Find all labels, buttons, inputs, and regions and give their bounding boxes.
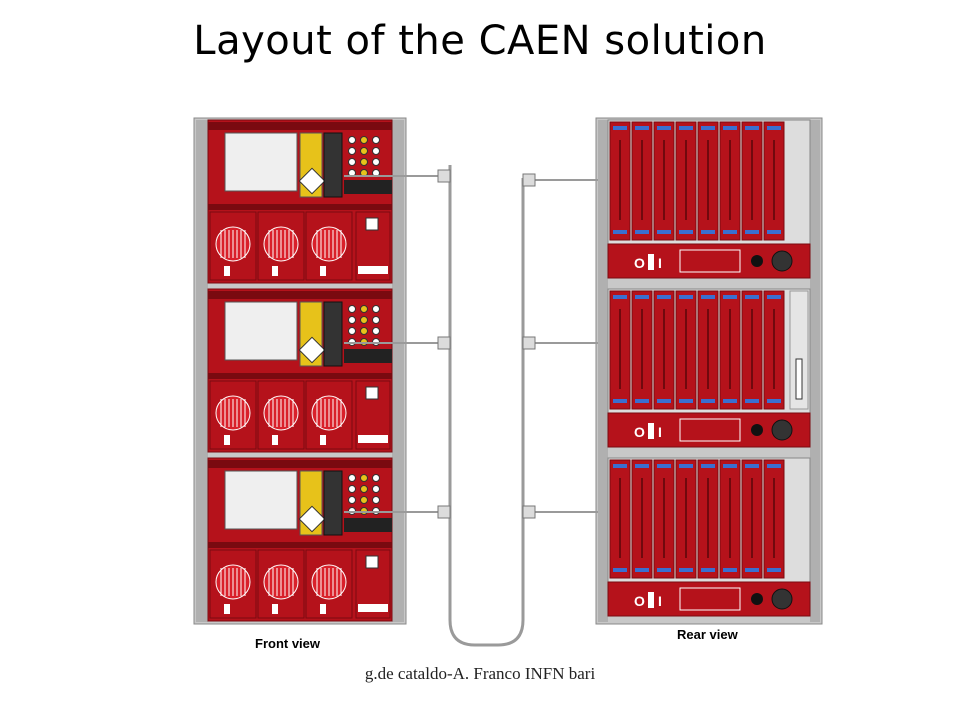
front-crate <box>207 288 393 453</box>
left-cable-trunk <box>448 165 490 647</box>
fan-module <box>209 211 257 281</box>
fan-module <box>305 380 353 450</box>
power-module <box>355 549 391 619</box>
front-connector-1 <box>437 169 451 183</box>
front-crate <box>207 457 393 622</box>
crate-display <box>224 470 298 530</box>
rear-view-label: Rear view <box>677 627 738 642</box>
crate-display <box>224 301 298 361</box>
crate-display <box>224 132 298 192</box>
fan-module <box>257 549 305 619</box>
rear-power-switch-on-label: I <box>658 255 662 271</box>
power-module <box>355 380 391 450</box>
fan-module <box>257 380 305 450</box>
fan-module <box>305 211 353 281</box>
front-rack <box>193 117 407 625</box>
cable-bundle <box>344 165 598 647</box>
rear-connector-1 <box>522 173 536 187</box>
rear-power-switch-on-label: I <box>658 593 662 609</box>
front-connector-2 <box>437 336 451 350</box>
rear-power-switch-off-label: O <box>634 255 645 271</box>
cable-connectors <box>437 169 536 519</box>
front-view-label: Front view <box>255 636 321 651</box>
rear-power-switch-off-label: O <box>634 424 645 440</box>
front-connector-3 <box>437 505 451 519</box>
fan-module <box>209 549 257 619</box>
rear-connector-3 <box>522 505 536 519</box>
rear-power-switch-on-label: I <box>658 424 662 440</box>
right-cable-trunk <box>490 178 525 647</box>
front-crate <box>207 119 393 284</box>
fan-module <box>305 549 353 619</box>
rear-power-switch-off-label: O <box>634 593 645 609</box>
fan-module <box>209 380 257 450</box>
rear-connector-2 <box>522 336 536 350</box>
power-module <box>355 211 391 281</box>
page-title: Layout of the CAEN solution <box>193 18 767 64</box>
fan-module <box>257 211 305 281</box>
author-footer: g.de cataldo-A. Franco INFN bari <box>364 664 596 683</box>
